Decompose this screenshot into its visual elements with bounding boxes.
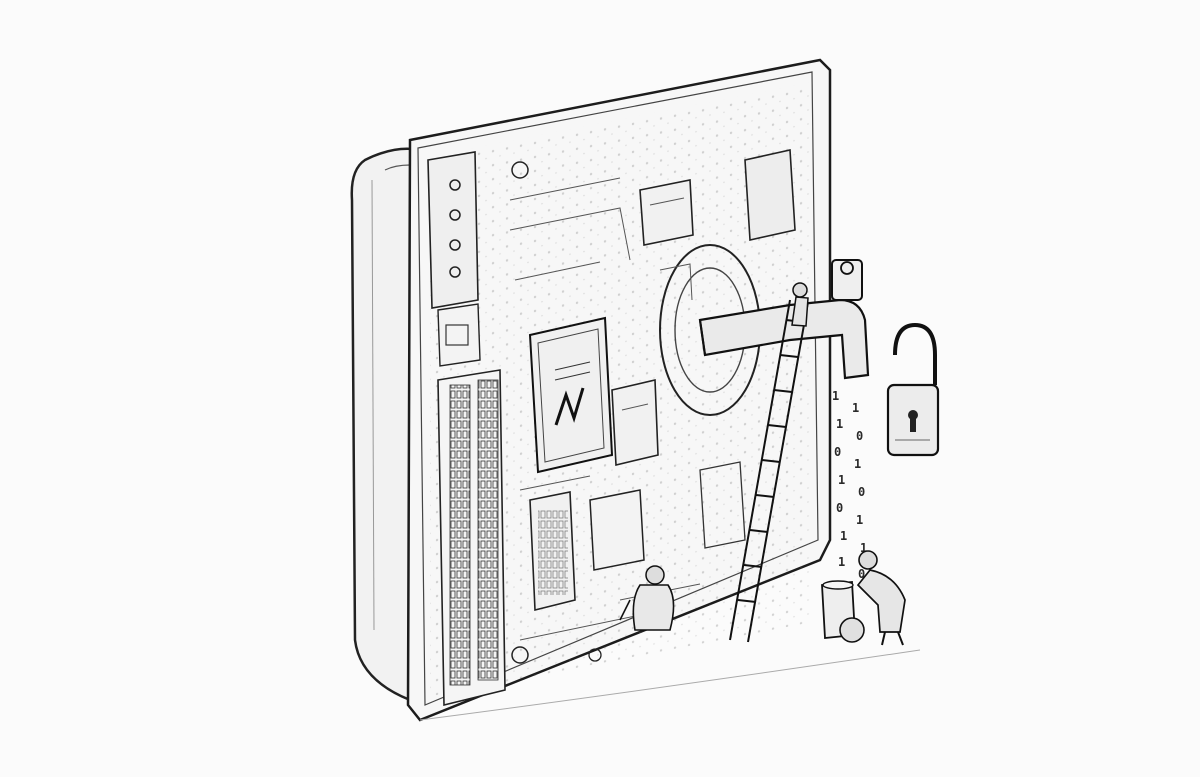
binary-digit: 1 bbox=[840, 529, 847, 543]
chip-small bbox=[589, 489, 645, 571]
chip-secondary-top bbox=[639, 179, 694, 246]
chip-secondary-mid bbox=[611, 379, 659, 467]
binary-digit: 1 bbox=[836, 417, 843, 431]
connector-strip bbox=[427, 151, 481, 367]
binary-digit: 1 bbox=[854, 457, 861, 471]
padlock bbox=[886, 322, 940, 457]
binary-digit: 1 bbox=[856, 513, 863, 527]
binary-digit: 0 bbox=[836, 501, 843, 515]
worker-on-ladder bbox=[791, 282, 809, 327]
binary-digit: 1 bbox=[838, 473, 845, 487]
ground-shadow bbox=[419, 649, 921, 721]
worker-with-barrel bbox=[821, 550, 906, 646]
binary-digit: 1 bbox=[852, 401, 859, 415]
binary-digit: 1 bbox=[832, 389, 839, 403]
binary-digit: 0 bbox=[858, 485, 865, 499]
worker-left bbox=[619, 565, 675, 631]
binary-digit: 0 bbox=[834, 445, 841, 459]
binary-digit: 1 bbox=[860, 541, 867, 555]
binary-digit: 1 bbox=[838, 555, 845, 569]
binary-digit: 0 bbox=[858, 567, 865, 581]
binary-digit: 0 bbox=[856, 429, 863, 443]
binary-stream: 1 1 0 1 0 1 1 0 1 0 1 0 1 1 0 bbox=[832, 389, 867, 593]
pin-header bbox=[437, 369, 506, 707]
chip-memory bbox=[529, 491, 576, 612]
main-chip bbox=[528, 316, 614, 474]
drive-casing bbox=[350, 147, 422, 708]
